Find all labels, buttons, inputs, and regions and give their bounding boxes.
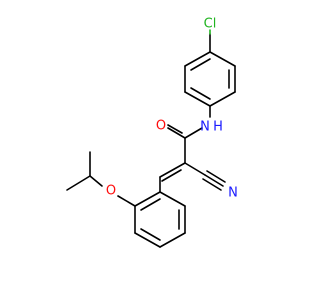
molecule-canvas: Cl N H O N O [66,16,238,248]
phenyl-ring [134,191,186,248]
ring1-bond-6-inner [190,58,211,71]
structure-diagram: Cl N H O N O [66,17,238,248]
nitrile-bond-2 [206,170,226,183]
o-carbonyl-label: O [156,119,166,134]
ring2-bond-1 [159,191,186,207]
ring1-bond-4-inner [190,87,211,100]
ring2-bond-4 [134,232,161,248]
carbonyl-bond-b [167,124,183,134]
aryl-o-bond [117,195,136,207]
chlorophenyl-ring [184,51,236,107]
n-nitrile-label: N [228,186,238,201]
ring2-bond-4-inner [140,228,161,241]
ring1-bond-3 [209,91,236,107]
ring1-bond-4 [184,91,211,107]
ring1-bond-6 [184,51,211,67]
alkene-bond-a [159,162,186,178]
ring2-bond-6-inner [140,198,161,211]
alkene-bond-b [161,169,182,182]
n-carbonyl-bond [184,127,203,139]
nitrile-bond-1 [204,174,224,187]
nh-atom-label: N H [200,120,223,135]
ch-methyl-bond-2 [66,175,91,191]
carbonyl-bond-a [167,127,186,139]
h-amide-symbol: H [213,120,223,135]
n-amide-symbol: N [200,120,210,135]
nitrile-bond-3 [202,178,222,191]
ring2-bond-6 [134,191,161,207]
ring2-bond-3 [159,232,186,248]
alpha-nitrile-bond [184,162,206,176]
o-ch-bond [89,175,103,187]
ring1-bond-1 [209,51,236,67]
cl-atom-label: Cl [204,17,217,32]
o-ether-label: O [106,184,116,199]
